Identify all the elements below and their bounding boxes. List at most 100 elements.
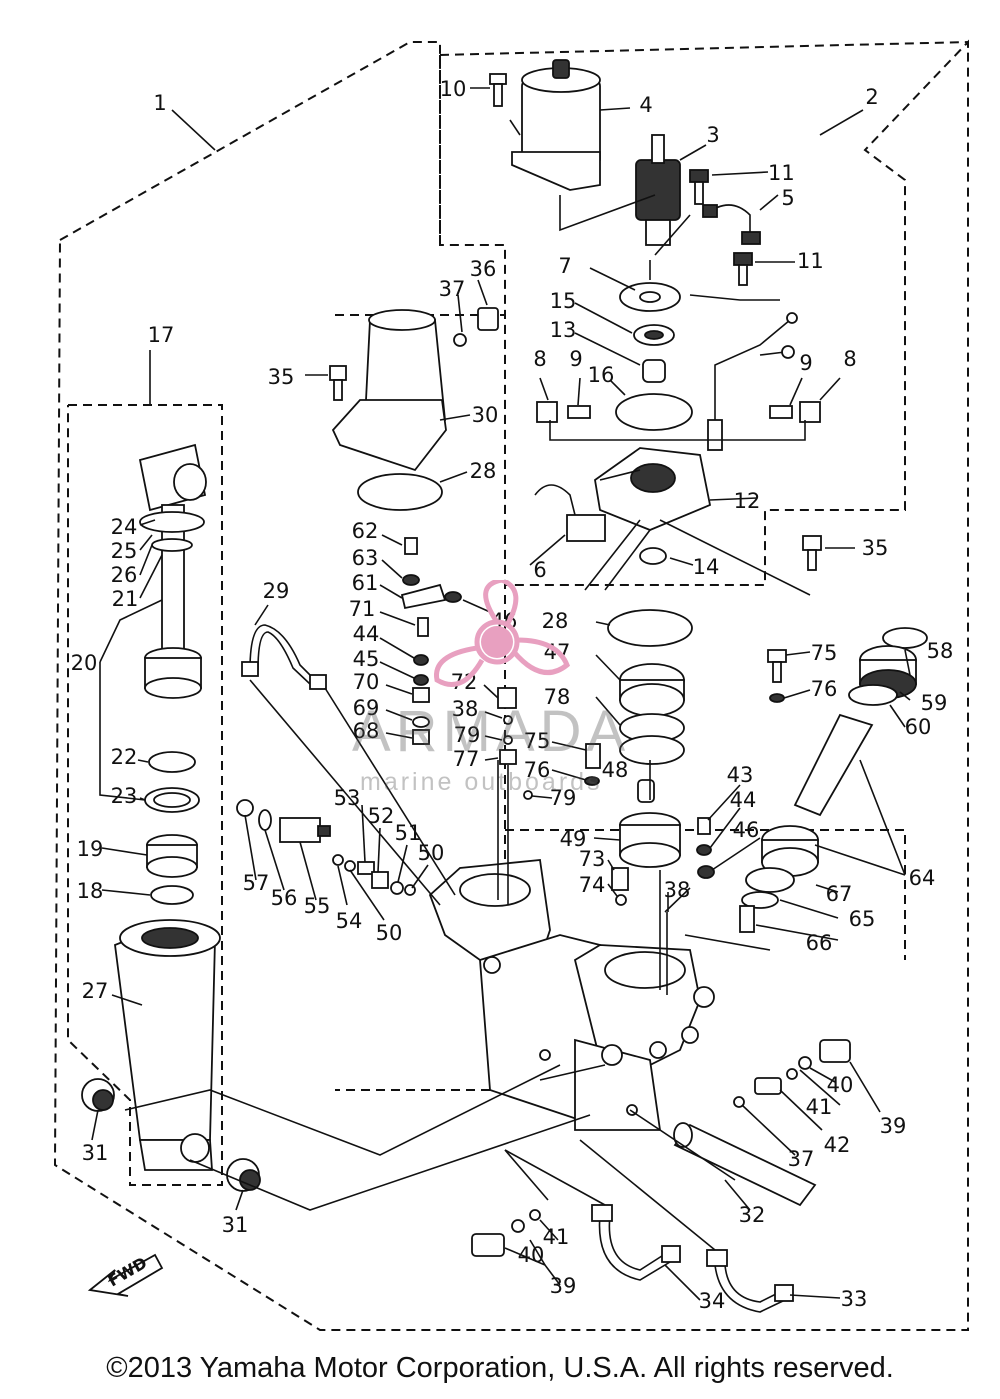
plug-8-right (799, 401, 821, 423)
callout-16: 16 (588, 363, 615, 387)
callout-32: 32 (739, 1203, 766, 1227)
callout-2: 2 (865, 85, 878, 109)
o-ring-41-left (529, 1209, 541, 1221)
callout-39-right: 39 (880, 1114, 907, 1138)
washer-76-right (769, 693, 785, 703)
callout-33: 33 (841, 1287, 868, 1311)
callout-79-upper: 79 (454, 723, 481, 747)
callout-58: 58 (927, 639, 954, 663)
callout-11-lower: 11 (797, 249, 824, 273)
bolt-66 (739, 905, 755, 933)
callout-21: 21 (112, 587, 139, 611)
callout-labels: 1 2 3 4 5 6 7 8 8 9 9 10 11 11 12 13 14 … (71, 77, 954, 1313)
tilt-rod-eye-20 (138, 443, 207, 661)
plug-68 (412, 729, 430, 745)
o-ring-56 (258, 809, 272, 831)
callout-44-left: 44 (353, 622, 380, 646)
o-ring-74 (615, 894, 627, 906)
bolt-10 (489, 73, 507, 107)
callout-68: 68 (353, 719, 380, 743)
callout-36: 36 (470, 257, 497, 281)
callout-54: 54 (336, 909, 363, 933)
callout-45: 45 (353, 647, 380, 671)
ball-51 (390, 881, 404, 895)
callout-52: 52 (368, 804, 395, 828)
plug-8-left (536, 401, 558, 423)
callout-65: 65 (849, 907, 876, 931)
callout-12: 12 (734, 489, 761, 513)
callout-59: 59 (921, 691, 948, 715)
callout-43: 43 (727, 763, 754, 787)
callout-19: 19 (77, 837, 104, 861)
callout-42: 42 (824, 1133, 851, 1157)
callout-63: 63 (352, 546, 379, 570)
o-ring-22 (148, 751, 196, 773)
callout-49: 49 (560, 827, 587, 851)
fwd-direction-arrow: FWD (87, 1253, 164, 1297)
washer-63 (402, 574, 420, 586)
cap-47 (619, 663, 685, 717)
o-ring-60 (848, 684, 898, 706)
callout-10: 10 (440, 77, 467, 101)
o-ring-69 (412, 716, 430, 728)
callout-14: 14 (693, 555, 720, 579)
tube-29 (241, 624, 327, 690)
callout-41-left: 41 (543, 1225, 570, 1249)
callout-27: 27 (82, 979, 109, 1003)
callout-40-right: 40 (827, 1073, 854, 1097)
fitting-39-left (471, 1233, 505, 1257)
pump-49 (619, 812, 681, 868)
callout-72: 72 (451, 670, 478, 694)
callout-75-center: 75 (524, 729, 551, 753)
callout-64: 64 (909, 866, 936, 890)
callout-20: 20 (71, 651, 98, 675)
screw-46-right (697, 865, 715, 879)
o-ring-40-right (798, 1056, 812, 1070)
callout-56: 56 (271, 886, 298, 910)
assembly-boundary-1 (53, 39, 969, 1331)
bolt-35-upper (329, 365, 347, 401)
callout-26: 26 (111, 563, 138, 587)
o-ring-54 (332, 854, 344, 866)
piston-rod-64 (793, 713, 874, 817)
fitting-39-right (819, 1039, 851, 1063)
callout-47: 47 (544, 640, 571, 664)
cap-58 (882, 627, 928, 649)
wire-lead (707, 312, 798, 451)
callout-31-right: 31 (222, 1213, 249, 1237)
screw-11-upper (689, 169, 709, 205)
callout-38-upper: 38 (452, 697, 479, 721)
screw-75-center (585, 743, 601, 769)
plate-61 (400, 583, 447, 610)
valve-55 (279, 817, 331, 843)
seal-14 (639, 547, 667, 565)
screw-11-lower (733, 252, 753, 286)
callout-9-right: 9 (799, 351, 812, 375)
collar-31-right (226, 1158, 261, 1192)
callout-8-left: 8 (533, 347, 546, 371)
spring-53 (357, 861, 375, 875)
armature-3 (635, 134, 681, 246)
valve-70 (412, 687, 430, 703)
callout-5: 5 (781, 186, 794, 210)
bolt-36 (477, 307, 499, 331)
callout-38-lower: 38 (664, 878, 691, 902)
callout-67: 67 (826, 882, 853, 906)
screw-73 (611, 867, 629, 891)
spring-9-right (769, 405, 793, 419)
ball-44 (413, 654, 429, 666)
ball-79-lower (523, 790, 533, 800)
o-ring-65 (741, 891, 779, 909)
bushing-13 (642, 359, 666, 383)
gland-21 (139, 511, 205, 552)
screw-62 (404, 537, 418, 555)
callout-11-upper: 11 (768, 161, 795, 185)
o-ring-37-lower (733, 1096, 745, 1108)
callout-17: 17 (148, 323, 175, 347)
piston-20 (144, 647, 202, 699)
plug-72 (497, 687, 517, 709)
callout-74: 74 (579, 873, 606, 897)
o-ring-37 (453, 333, 467, 347)
brush-5 (702, 204, 761, 245)
motor-housing-4 (511, 59, 601, 191)
